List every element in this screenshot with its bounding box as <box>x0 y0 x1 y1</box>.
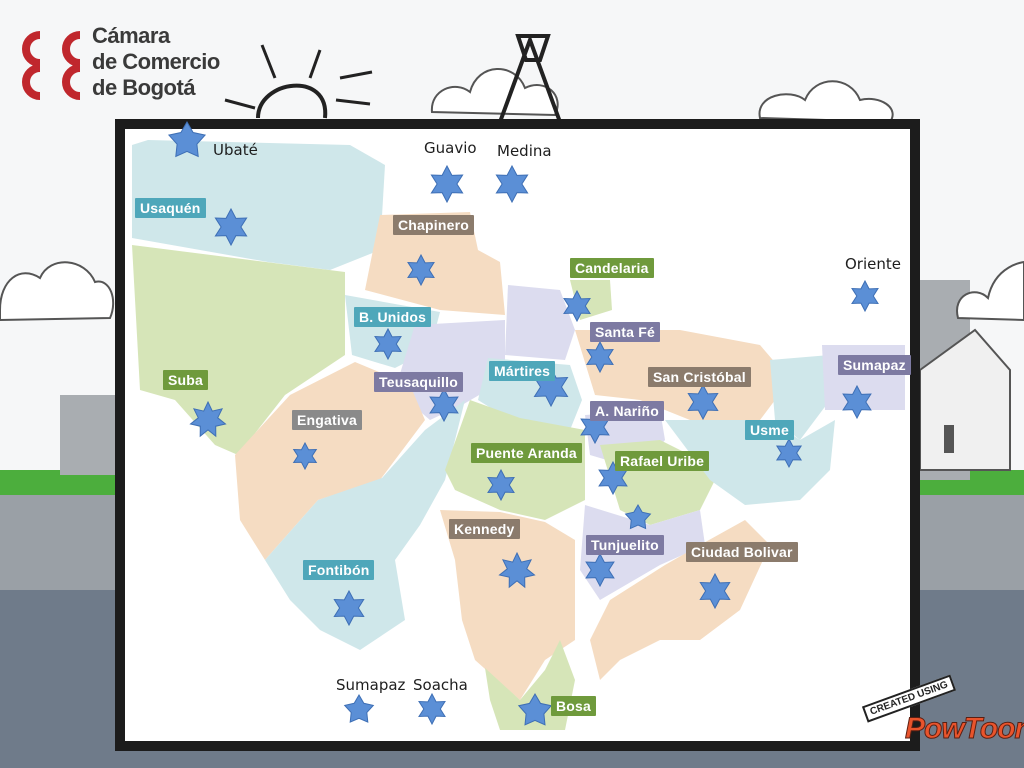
cloud-right-top <box>758 80 894 124</box>
label-oriente: Oriente <box>845 255 901 273</box>
star-tunjuelito-north-icon <box>624 504 652 530</box>
badge-kennedy: Kennedy <box>449 519 520 539</box>
star-kennedy-icon <box>498 551 536 589</box>
star-oriente-icon <box>851 279 879 313</box>
region-kennedy <box>440 510 575 700</box>
star-ciudad-bolivar-icon <box>699 572 731 610</box>
badge-barrios-unidos: B. Unidos <box>354 307 432 327</box>
label-medina: Medina <box>497 142 552 160</box>
star-suba-icon <box>189 400 227 438</box>
badge-usme: Usme <box>745 420 794 440</box>
star-santa-fe-icon <box>586 340 614 374</box>
sun-sketch <box>256 83 328 119</box>
star-san-cristobal-icon <box>687 383 719 421</box>
stars-layer <box>167 121 879 726</box>
star-teusaquillo-icon <box>429 387 459 423</box>
powtoon-logo: PowToon <box>905 712 1024 746</box>
star-chapinero-icon <box>407 253 435 287</box>
badge-santa-fe: Santa Fé <box>590 322 660 342</box>
cloud-top <box>430 68 559 117</box>
badge-sumapaz: Sumapaz <box>838 355 911 375</box>
star-puente-aranda-icon <box>487 468 515 502</box>
easel-stand <box>498 34 562 123</box>
cloud-right <box>956 260 1024 322</box>
star-engativa-icon <box>292 441 318 471</box>
star-guavio-icon <box>430 164 464 204</box>
badge-rafael-uribe: Rafael Uribe <box>615 451 710 471</box>
house-window <box>944 425 954 453</box>
star-candelaria-icon <box>563 289 591 323</box>
star-fontibon-icon <box>333 589 365 627</box>
badge-puente-aranda: Puente Aranda <box>471 443 582 463</box>
star-medina-icon <box>495 164 529 204</box>
region-usme-east <box>770 355 830 440</box>
badge-teusaquillo: Teusaquillo <box>374 372 463 392</box>
region-chapinero <box>365 212 505 315</box>
badge-suba: Suba <box>163 370 209 390</box>
label-guavio: Guavio <box>424 139 477 157</box>
badge-engativa: Engativa <box>292 410 362 430</box>
star-soacha-icon <box>418 692 446 726</box>
badge-martires: Mártires <box>489 361 556 381</box>
star-usaquen-icon <box>214 207 248 247</box>
star-sumapaz-icon <box>842 384 872 420</box>
region-usaquen <box>132 140 385 270</box>
region-usme <box>665 420 835 505</box>
logo-line-1: Cámara <box>92 23 170 48</box>
star-ubate-icon <box>167 121 207 158</box>
badge-usaquen: Usaquén <box>135 198 206 218</box>
star-tunjuelito-icon <box>585 552 615 588</box>
label-ubate: Ubaté <box>213 141 258 159</box>
badge-san-cristobal: San Cristóbal <box>648 367 751 387</box>
star-barrios-unidos-icon <box>374 327 402 361</box>
badge-bosa: Bosa <box>551 696 597 716</box>
badge-fontibon: Fontibón <box>303 560 375 580</box>
logo-mark <box>22 31 81 100</box>
region-engativa <box>235 362 425 560</box>
region-fontibon <box>265 400 465 650</box>
region-santa-fe-north <box>505 285 575 360</box>
logo-line-2: de Comercio <box>92 49 220 74</box>
badge-chapinero: Chapinero <box>393 215 475 235</box>
badge-candelaria: Candelaria <box>570 258 654 278</box>
star-bosa-icon <box>517 693 553 726</box>
logo-line-3: de Bogotá <box>92 75 196 100</box>
star-usme-icon <box>775 437 803 469</box>
map-frame <box>115 119 920 751</box>
badge-ciudad-bolivar: Ciudad Bolivar <box>686 542 798 562</box>
badge-antonio-narino: A. Nariño <box>590 401 665 421</box>
star-sumapaz-outside-icon <box>343 694 375 723</box>
region-teusaquillo <box>395 320 505 420</box>
label-soacha: Soacha <box>413 676 468 694</box>
cloud-left <box>0 261 115 322</box>
label-sumapaz-outside: Sumapaz <box>336 676 406 694</box>
region-suba <box>132 245 345 455</box>
badge-tunjuelito: Tunjuelito <box>586 535 664 555</box>
